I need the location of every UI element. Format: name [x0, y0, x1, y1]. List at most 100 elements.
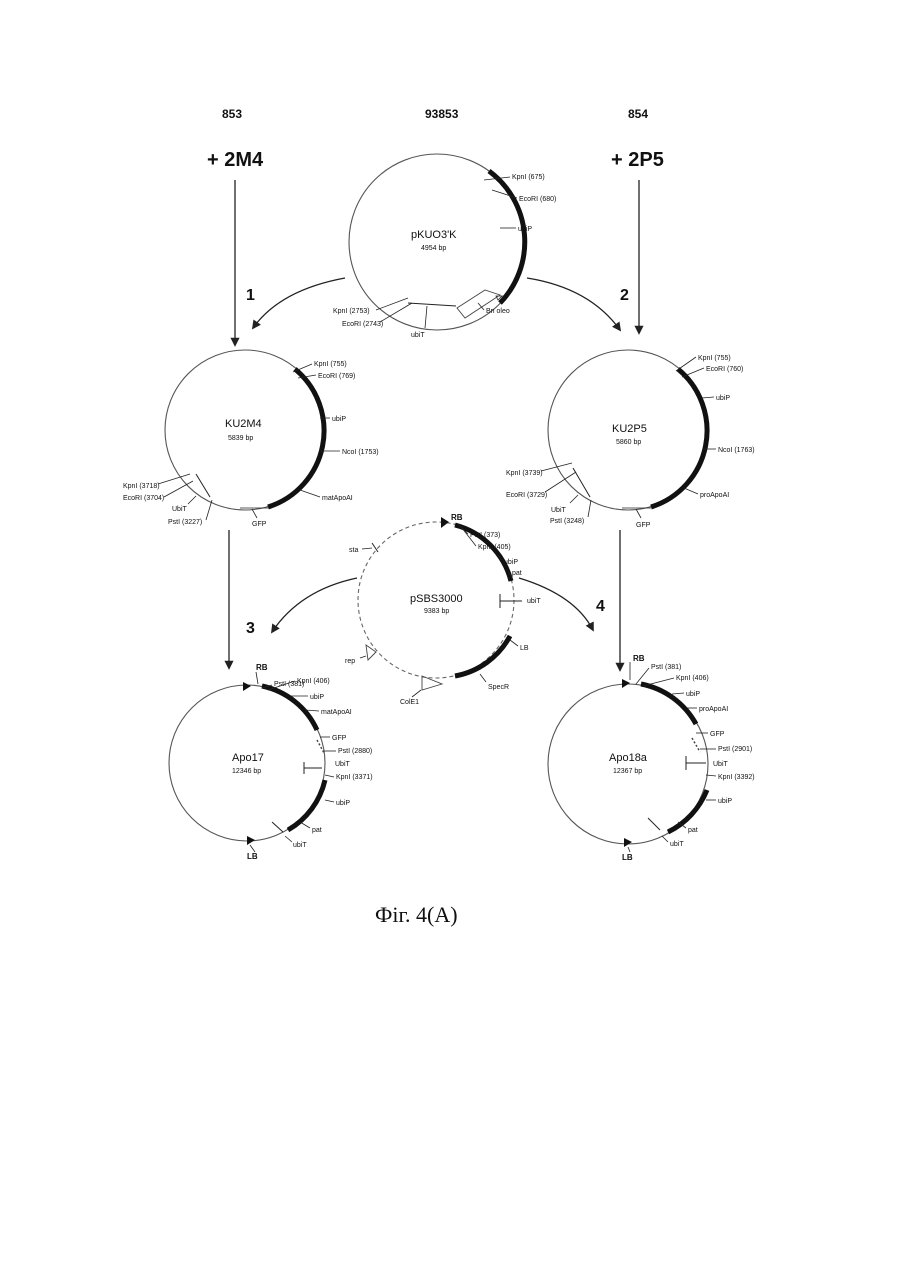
feature-ubit-2: [272, 822, 283, 832]
arrow-step-2: [527, 278, 620, 330]
plasmid-name: Apo18a: [609, 752, 648, 764]
label-ubip-2: ubiP: [336, 800, 350, 807]
plasmid-name: KU2P5: [612, 423, 647, 435]
label-ubip: ubiP: [504, 559, 518, 566]
label-sta: sta: [349, 547, 358, 554]
label-pat: pat: [512, 570, 522, 577]
feature-lb: [247, 836, 255, 845]
label-lb: LB: [247, 852, 258, 861]
label-rb: RB: [451, 513, 463, 522]
label-ecori-680: EcoRI (680): [519, 196, 556, 203]
label-psti-3227: PstI (3227): [168, 519, 202, 526]
feature-ubit-1: [686, 756, 706, 770]
label-ubip: ubiP: [332, 416, 346, 423]
label-ecori-3729: EcoRI (3729): [506, 492, 547, 499]
label-kpni-3739: KpnI (3739): [506, 470, 543, 477]
feature-ubit-2: [648, 818, 660, 830]
label-lb: LB: [520, 645, 529, 652]
label-ubit-1: UbiT: [713, 761, 729, 768]
label-psti-2880: PstI (2880): [338, 748, 372, 755]
feature-rb: [622, 679, 630, 688]
input-2m4: + 2M4: [207, 149, 264, 171]
plasmid-name: KU2M4: [225, 418, 262, 430]
feature-ubip-matapoai: [262, 686, 317, 730]
plasmid-size: 9383 bp: [424, 608, 449, 615]
label-matapoai: matApoAI: [322, 495, 353, 502]
label-proapoai: proApoAI: [700, 492, 729, 499]
arrow-step-3: [272, 578, 357, 632]
arrow-step-1: [253, 278, 345, 328]
feature-ubit: [500, 594, 522, 608]
label-ubip: ubiP: [716, 395, 730, 402]
step-2-label: 2: [620, 287, 629, 304]
label-kpni-3371: KpnI (3371): [336, 774, 373, 781]
feature-lb: [624, 838, 632, 847]
plasmid-name: pSBS3000: [410, 593, 463, 605]
header-854: 854: [628, 107, 648, 121]
plasmid-size: 12346 bp: [232, 768, 261, 775]
label-psti-381: PstI (381): [651, 664, 681, 671]
label-ubip-1: ubiP: [310, 694, 324, 701]
label-ubip-2: ubiP: [718, 798, 732, 805]
label-gfp: GFP: [636, 522, 651, 529]
feature-rb: [243, 682, 251, 691]
label-ubit: ubiT: [527, 598, 541, 605]
plasmid-psbs3000: pSBS3000 9383 bp RB PstI (373) KpnI (405…: [345, 513, 541, 706]
plasmid-size: 5860 bp: [616, 439, 641, 446]
plasmid-size: 12367 bp: [613, 768, 642, 775]
plasmid-name: Apo17: [232, 752, 264, 764]
label-kpni-755: KpnI (755): [698, 355, 731, 362]
feature-ubit: [196, 474, 210, 497]
label-kpni-2753: KpnI (2753): [333, 308, 370, 315]
plasmid-apo18a: Apo18a 12367 bp RB PstI (381) KpnI (406)…: [548, 654, 755, 862]
label-bn-oleo: Bn oleo: [486, 308, 510, 315]
plasmid-size: 5839 bp: [228, 435, 253, 442]
label-ubit: ubiT: [411, 332, 425, 339]
label-kpni-405: KpnI (405): [478, 544, 511, 551]
label-ubit: UbiT: [172, 506, 188, 513]
label-kpni-755: KpnI (755): [314, 361, 347, 368]
feature-ubip-proapoai: [651, 369, 707, 507]
label-kpni-3718: KpnI (3718): [123, 483, 160, 490]
header-93853: 93853: [425, 107, 459, 121]
plasmid-pkuo3k: pKUO3'K 4954 bp KpnI (675) EcoRI (680) u…: [333, 154, 556, 339]
feature-rep: [366, 645, 376, 660]
feature-rb: [441, 517, 449, 528]
plasmid-size: 4954 bp: [421, 245, 446, 252]
label-rb: RB: [633, 654, 645, 663]
feature-ubip-proapoai: [641, 684, 696, 724]
label-ubit-2: ubiT: [670, 841, 684, 848]
label-cole1: ColE1: [400, 699, 419, 706]
feature-ubip-matapoai: [268, 369, 324, 507]
feature-ubit: [408, 303, 456, 306]
feature-ubip-pat: [288, 780, 325, 830]
label-kpni-406: KpnI (406): [676, 675, 709, 682]
label-lb: LB: [622, 853, 633, 862]
label-ecori-2743: EcoRI (2743): [342, 321, 383, 328]
label-pat: pat: [312, 827, 322, 834]
label-rep: rep: [345, 658, 355, 665]
label-kpni-406: KpnI (406): [297, 678, 330, 685]
label-ncoi-1763: NcoI (1763): [718, 447, 755, 454]
label-ubit-1: UbiT: [335, 761, 351, 768]
plasmid-ku2m4: KU2M4 5839 bp KpnI (755) EcoRI (769) ubi…: [123, 350, 379, 528]
plasmid-apo17: Apo17 12346 bp RB PstI (381) KpnI (406) …: [169, 663, 373, 861]
label-ecori-769: EcoRI (769): [318, 373, 355, 380]
step-4-label: 4: [596, 598, 605, 615]
label-psti-3248: PstI (3248): [550, 518, 584, 525]
label-kpni-675: KpnI (675): [512, 174, 545, 181]
step-1-label: 1: [246, 287, 255, 304]
label-proapoai: proApoAI: [699, 706, 728, 713]
label-matapoai: matApoAI: [321, 709, 352, 716]
label-ecori-760: EcoRI (760): [706, 366, 743, 373]
input-2p5: + 2P5: [611, 149, 664, 171]
label-pat: pat: [688, 827, 698, 834]
label-ubip: ubiP: [518, 226, 532, 233]
label-psti-373: PstI (373): [470, 532, 500, 539]
label-ubit-2: ubiT: [293, 842, 307, 849]
step-3-label: 3: [246, 620, 255, 637]
header-853: 853: [222, 107, 242, 121]
feature-gfp: [692, 738, 700, 752]
label-gfp: GFP: [710, 731, 725, 738]
